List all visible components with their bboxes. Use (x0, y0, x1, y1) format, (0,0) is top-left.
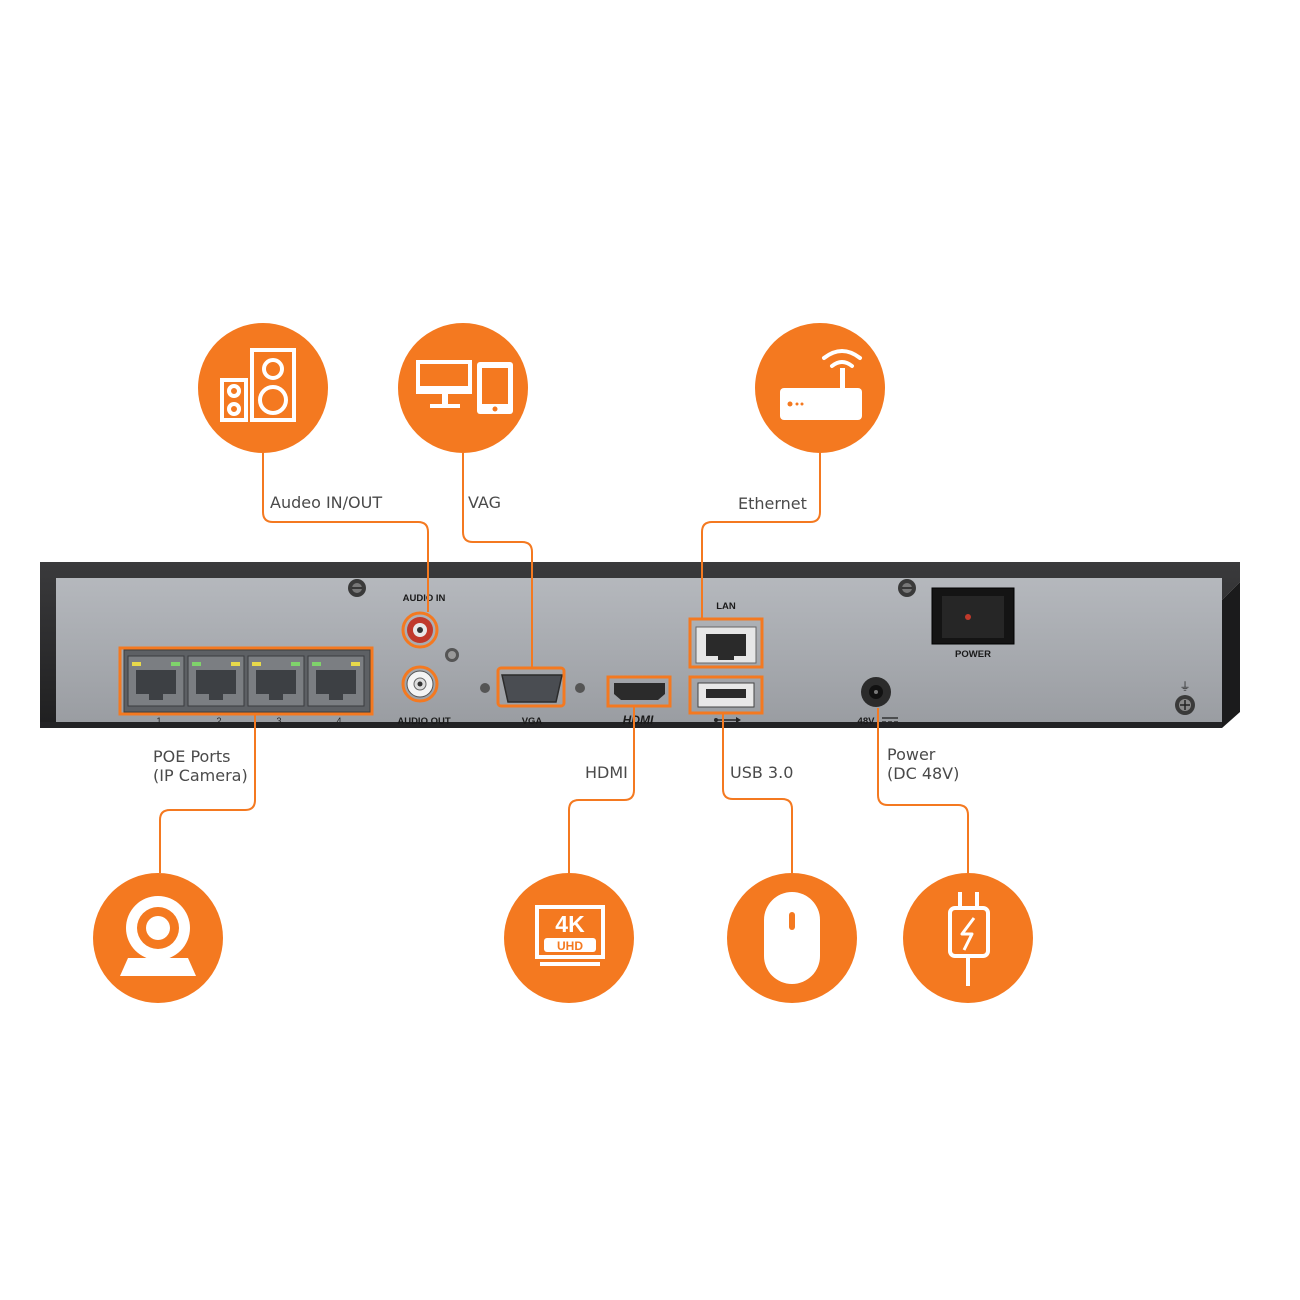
dc-power-jack (861, 677, 891, 707)
screw (348, 579, 366, 597)
screw (898, 579, 916, 597)
power-connector-line (877, 708, 969, 873)
dc-symbol-icon (882, 717, 898, 723)
lan-label: LAN (716, 601, 736, 612)
ethernet-connector-line (701, 453, 821, 619)
4k-uhd-display-icon: 4K UHD (504, 873, 634, 1003)
poe-highlight (118, 646, 374, 716)
svg-text:⏚: ⏚ (1180, 680, 1191, 693)
webcam-icon (93, 873, 223, 1003)
dc-48v-label: 48V (858, 716, 876, 727)
audio-out-jack (401, 665, 439, 703)
audio-screw (445, 648, 459, 662)
ground-screw: ⏚ (1175, 680, 1195, 715)
poe-port-number: 2 (216, 716, 221, 726)
poe-callout-label-line1: POE Ports (153, 747, 231, 766)
audio-in-label: AUDIO IN (403, 593, 446, 604)
audio-in-jack (401, 611, 439, 649)
power-switch (931, 587, 1015, 645)
connector-lines (159, 453, 969, 873)
poe-port-number: 3 (276, 716, 281, 726)
power-switch-label: POWER (955, 649, 991, 660)
usb-callout-label: USB 3.0 (730, 763, 794, 782)
nvr-device: ⏚ 1 2 3 4 AUDIO IN AUDIO OUT (40, 562, 1240, 728)
usb-connector-line (722, 713, 793, 873)
poe-port-number: 1 (156, 716, 161, 726)
hdmi-logo-label: HDMI (623, 713, 654, 727)
hdmi-port (606, 675, 672, 708)
mouse-icon (727, 873, 857, 1003)
vga-label: VGA (522, 716, 543, 727)
speakers-icon (198, 323, 328, 453)
audio-connector-line (262, 453, 429, 612)
poe-port (247, 655, 305, 707)
poe-port (127, 655, 185, 707)
hdmi-callout-label: HDMI (585, 763, 628, 782)
icon-uhd-text: UHD (557, 939, 583, 953)
poe-connector-line (159, 714, 256, 873)
chassis-bottom (40, 722, 1222, 728)
power-callout-label-line1: Power (887, 745, 936, 764)
usb-port (688, 675, 764, 715)
poe-callout-label-line2: (IP Camera) (153, 766, 248, 785)
ethernet-callout-label: Ethernet (738, 494, 807, 513)
wifi-router-icon (755, 323, 885, 453)
usb-symbol-icon (714, 717, 741, 723)
poe-port (307, 655, 365, 707)
power-callout-label-line2: (DC 48V) (887, 764, 960, 783)
vga-connector-line (462, 453, 533, 668)
poe-port (187, 655, 245, 707)
hdmi-connector-line (568, 706, 635, 873)
audio-callout-label: Audeo IN/OUT (270, 493, 383, 512)
audio-out-label: AUDIO OUT (397, 716, 451, 727)
poe-ports: 1 2 3 4 (118, 646, 374, 726)
chassis-side (1222, 582, 1240, 728)
lan-port (688, 617, 764, 669)
poe-port-number: 4 (336, 716, 341, 726)
vga-callout-label: VAG (468, 493, 501, 512)
monitor-tablet-icon (398, 323, 528, 453)
vga-port (480, 666, 585, 708)
icon-4k-text: 4K (555, 911, 585, 937)
power-plug-icon (903, 873, 1033, 1003)
